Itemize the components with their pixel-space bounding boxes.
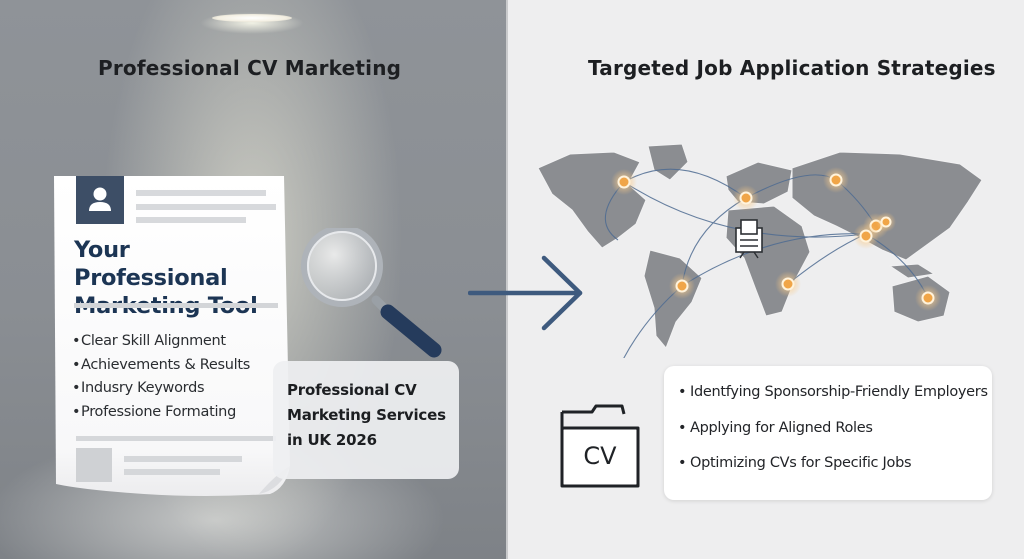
list-item: •Professione Formating: [72, 401, 250, 425]
bullet: •: [678, 419, 687, 436]
header-placeholder-line: [136, 204, 276, 210]
right-panel-title: Targeted Job Application Strategies: [588, 56, 996, 80]
magnifying-glass-icon: [301, 228, 442, 358]
bullet: •: [72, 403, 81, 420]
headline-divider: [74, 303, 278, 308]
strategy-card: •Identfying Sponsorship-Friendly Employe…: [664, 366, 992, 500]
list-item: •Identfying Sponsorship-Friendly Employe…: [678, 380, 988, 416]
left-panel-title: Professional CV Marketing: [98, 56, 402, 80]
footer-placeholder-line: [124, 456, 242, 462]
continent-africa: [725, 205, 811, 317]
panel-divider: [506, 0, 508, 559]
bullet: •: [72, 356, 81, 373]
bullet: •: [678, 455, 687, 471]
image-placeholder: [76, 448, 112, 482]
service-card: Professional CV Marketing Services in UK…: [273, 361, 459, 479]
footer-divider: [76, 436, 276, 441]
continent-greenland: [647, 143, 689, 181]
list-item: •Clear Skill Alignment: [72, 330, 250, 354]
continent-north-america: [537, 151, 647, 249]
strategy-list: •Identfying Sponsorship-Friendly Employe…: [678, 380, 988, 487]
avatar: [76, 176, 124, 224]
continent-islands: [888, 263, 936, 279]
bullet: •: [678, 384, 687, 400]
feature-label: Professione Formating: [81, 403, 236, 420]
document-box-icon: [735, 219, 763, 259]
header-placeholder-line: [136, 217, 246, 223]
person-icon: [89, 187, 111, 211]
feature-label: Clear Skill Alignment: [81, 333, 226, 349]
footer-placeholder-line: [124, 469, 220, 475]
service-card-text: Professional CV Marketing Services in UK…: [287, 381, 446, 449]
continent-asia: [791, 151, 983, 261]
cv-document: Your Professional Marketing Tool •Clear …: [54, 176, 294, 498]
spotlight-lamp-icon: [212, 14, 292, 22]
strategy-label: Identfying Sponsorship-Friendly Employer…: [690, 384, 988, 400]
cv-folder-icon: CV: [560, 404, 640, 488]
location-markers: [611, 167, 941, 311]
list-item: •Achievements & Results: [72, 354, 250, 378]
bullet: •: [72, 380, 81, 397]
list-item: •Indusry Keywords: [72, 377, 250, 401]
strategy-label: Optimizing CVs for Specific Jobs: [690, 455, 912, 471]
feature-label: Indusry Keywords: [81, 380, 205, 397]
list-item: •Optimizing CVs for Specific Jobs: [678, 451, 988, 487]
list-item: •Applying for Aligned Roles: [678, 416, 988, 452]
header-placeholder-line: [136, 190, 266, 196]
feature-label: Achievements & Results: [81, 356, 251, 373]
feature-list: •Clear Skill Alignment •Achievements & R…: [72, 330, 250, 424]
strategy-label: Applying for Aligned Roles: [690, 419, 873, 436]
arrow-right-icon: [468, 255, 583, 331]
bullet: •: [72, 333, 81, 349]
continent-south-america: [643, 249, 703, 349]
world-map-icon: [537, 143, 983, 358]
cv-folder-label: CV: [583, 442, 617, 470]
